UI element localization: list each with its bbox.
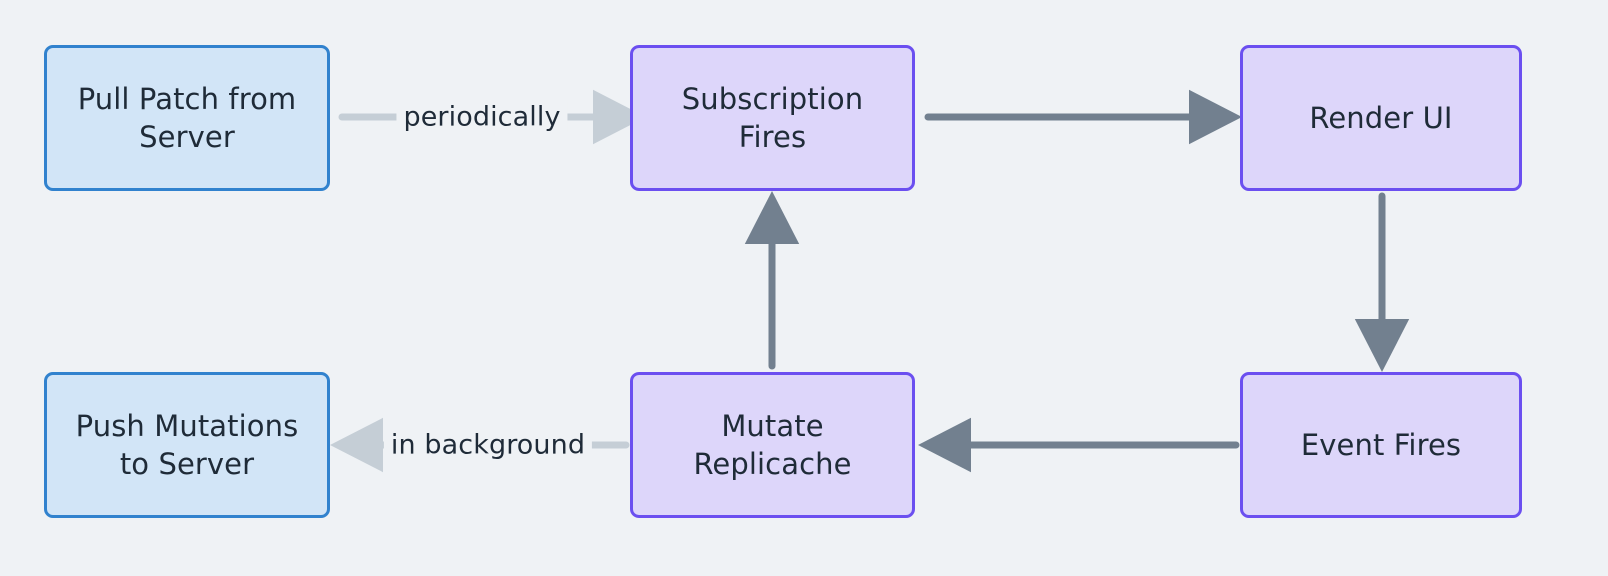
node-label: Subscription Fires	[681, 81, 864, 154]
node-render-ui[interactable]: Render UI	[1240, 45, 1522, 191]
node-label: Pull Patch from Server	[77, 81, 297, 154]
edge-label-in-background: in background	[383, 429, 593, 461]
node-event-fires[interactable]: Event Fires	[1240, 372, 1522, 518]
node-label: Render UI	[1309, 100, 1453, 135]
node-label: Event Fires	[1300, 427, 1462, 462]
node-subscription-fires[interactable]: Subscription Fires	[630, 45, 915, 191]
node-push-mutations-to-server[interactable]: Push Mutations to Server	[44, 372, 330, 518]
node-label: Mutate Replicache	[693, 408, 852, 481]
node-label: Push Mutations to Server	[75, 408, 299, 481]
node-mutate-replicache[interactable]: Mutate Replicache	[630, 372, 915, 518]
node-pull-patch-from-server[interactable]: Pull Patch from Server	[44, 45, 330, 191]
edge-label-periodically: periodically	[396, 101, 568, 133]
